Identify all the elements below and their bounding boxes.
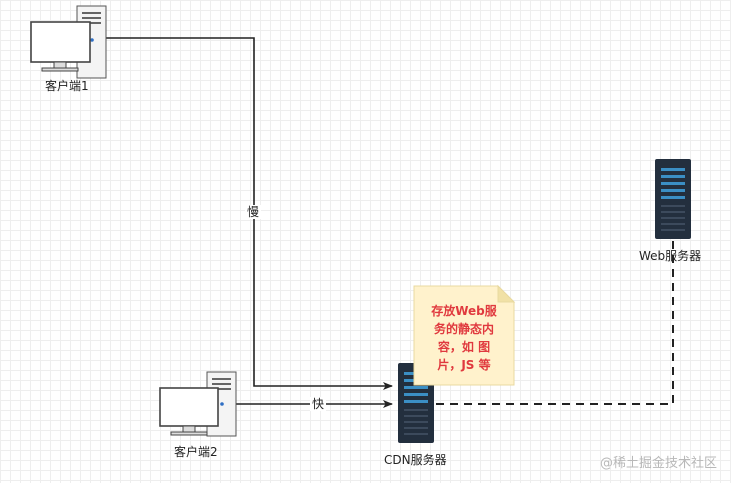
- note-text: 存放Web服 务的静态内 容，如 图 片，JS 等: [431, 304, 497, 372]
- desktop-computer-icon[interactable]: [159, 371, 237, 437]
- sticky-note-icon[interactable]: [413, 284, 516, 386]
- edge-label-slow: 慢: [245, 205, 262, 219]
- edge-label-fast: 快: [310, 397, 327, 411]
- server-rack-icon[interactable]: [655, 159, 691, 239]
- watermark: @稀土掘金技术社区: [599, 456, 717, 471]
- cdn-server-label: CDN服务器: [384, 453, 447, 467]
- desktop-computer-icon[interactable]: [30, 5, 107, 79]
- client1-label: 客户端1: [45, 79, 89, 93]
- web-server-label: Web服务器: [639, 249, 702, 263]
- client2-label: 客户端2: [174, 445, 218, 459]
